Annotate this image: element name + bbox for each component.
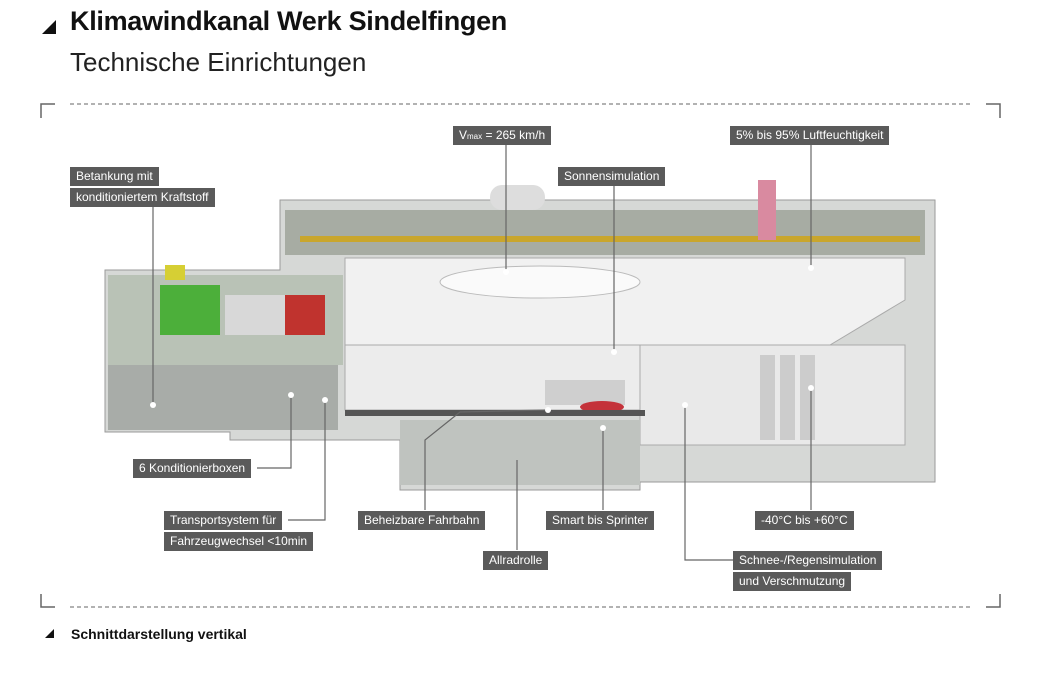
page-subtitle: Technische Einrichtungen bbox=[70, 47, 367, 77]
label-sun-simulation: Sonnensimulation bbox=[558, 167, 666, 186]
label-heated-road: Beheizbare Fahrbahn bbox=[358, 511, 486, 530]
building bbox=[104, 180, 936, 491]
label-transport-line2: Fahrzeugwechsel <10min bbox=[164, 532, 314, 551]
vmax-subscript: max bbox=[467, 132, 483, 141]
vmax-prefix: V bbox=[459, 128, 468, 142]
page-title: Klimawindkanal Werk Sindelfingen bbox=[70, 6, 507, 36]
label-conditioning-boxes: 6 Konditionierboxen bbox=[133, 459, 252, 478]
label-vmax: Vmax = 265 km/h bbox=[453, 126, 552, 145]
label-snow-line1: Schnee-/Regensimulation bbox=[733, 551, 883, 570]
label-awd-roller: Allradrolle bbox=[483, 551, 549, 570]
label-temperature: -40°C bis +60°C bbox=[755, 511, 854, 530]
label-transport-line1: Transportsystem für bbox=[164, 511, 283, 530]
title-triangle-icon bbox=[42, 20, 56, 34]
label-fuel-line2: konditioniertem Kraftstoff bbox=[70, 188, 215, 207]
caption-triangle-icon bbox=[45, 629, 54, 638]
label-snow-line2: und Verschmutzung bbox=[733, 572, 852, 591]
label-vehicles: Smart bis Sprinter bbox=[546, 511, 655, 530]
figure-caption: Schnittdarstellung vertikal bbox=[71, 626, 247, 642]
vmax-value: = 265 km/h bbox=[485, 128, 546, 142]
label-fuel-line1: Betankung mit bbox=[70, 167, 159, 186]
leader-lines bbox=[152, 145, 812, 561]
frame bbox=[40, 103, 1001, 608]
label-humidity: 5% bis 95% Luftfeuchtigkeit bbox=[730, 126, 890, 145]
